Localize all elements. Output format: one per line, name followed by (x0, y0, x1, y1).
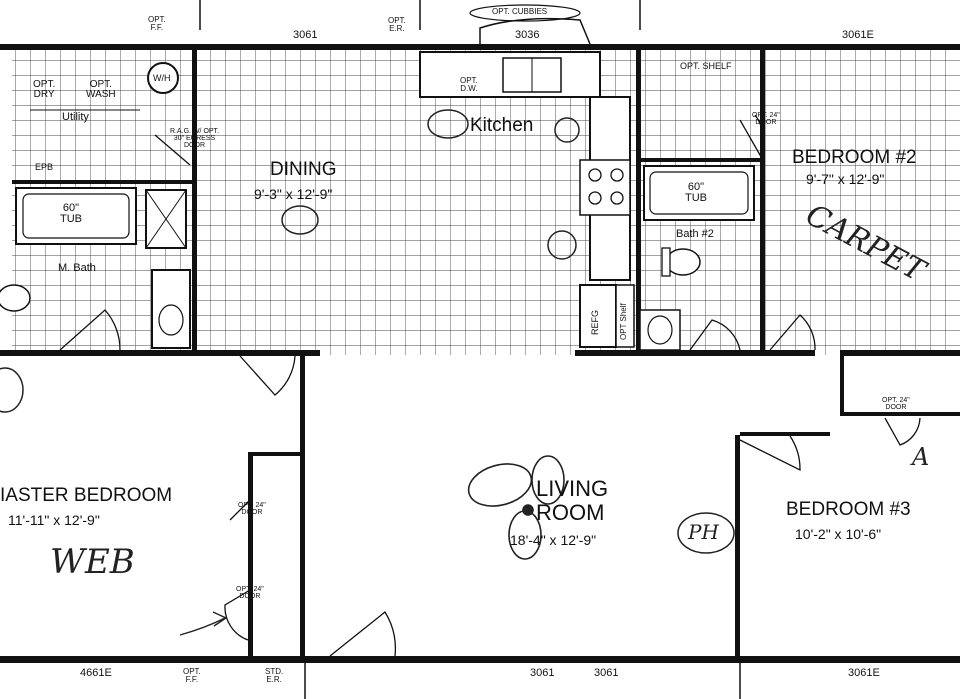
hw-circle-master (0, 367, 24, 413)
wall-master-bath (12, 180, 195, 184)
window-opt-er-label: OPT.E.R. (388, 16, 406, 33)
tub-bath2-label: 60"TUB (685, 181, 707, 204)
opt-wash-label: OPT.WASH (86, 79, 116, 100)
wall-mid-horizontal-right (575, 350, 815, 356)
window-opt-ff-label: OPT.F.F. (148, 15, 166, 32)
living-label-2: ROOM (536, 500, 605, 525)
door-swing-dining (239, 355, 296, 396)
bedroom3-label: BEDROOM #3 (786, 499, 911, 520)
wall-bath2-top (640, 158, 760, 162)
door-swing-closet-b (224, 589, 251, 641)
door-swing-bedroom2 (769, 314, 816, 351)
water-heater-label: W/H (153, 73, 171, 83)
hw-circle-dining (281, 205, 319, 235)
wall-bedroom3-left (735, 435, 740, 656)
door-closet-a-label: OPT. 24"DOOR (238, 502, 266, 516)
living-handwritten-note: PH (688, 520, 719, 544)
epb-label: EPB (35, 162, 54, 172)
bedroom3-dims: 10'-2" x 10'-6" (795, 526, 882, 542)
door-swing-bedroom2-opt (739, 114, 764, 157)
tub-master-label: 60"TUB (60, 202, 82, 225)
window-top-mid-label: 3036 (515, 29, 540, 41)
hw-circle-kitchen-2 (554, 117, 580, 143)
opt-shelf-vertical-label: OPT Shelf (619, 303, 628, 340)
bath2-label: Bath #2 (676, 228, 714, 240)
door-swing-egress (154, 134, 191, 166)
window-bottom-mid2-label: 3061 (594, 667, 619, 679)
door-swing-bath2 (689, 319, 741, 351)
opt-dry-label: OPT.DRY (33, 79, 56, 100)
tile-floor-dining-kitchen (195, 50, 640, 355)
utility-label: Utility (62, 111, 89, 123)
wall-mid-horizontal (0, 350, 320, 356)
wall-master-closet (248, 452, 303, 456)
dining-label: DINING (270, 159, 337, 180)
wall-utility-right (192, 50, 197, 350)
master-bath-label: M. Bath (58, 262, 96, 274)
door-swing-bedroom3 (739, 435, 801, 472)
window-bottom-left-label: 4661E (80, 667, 112, 679)
master-bedroom-label: IASTER BEDROOM (0, 485, 173, 506)
door-swing-master-bath (59, 309, 121, 351)
hw-circle-kitchen (427, 109, 469, 139)
opt-shelf-label: OPT. SHELF (680, 61, 732, 71)
window-bottom-right-label: 3061E (848, 667, 880, 679)
hw-circle-living-ph (677, 512, 735, 554)
dining-dims: 9'-3" x 12'-9" (254, 186, 333, 202)
bedroom2-dims: 9'-7" x 12'-9" (806, 171, 885, 187)
hw-circle-kitchen-floor (547, 230, 577, 260)
wall-master-closet-left (248, 452, 253, 656)
living-dims: 18'-4" x 12'-9" (510, 532, 597, 548)
opt-cubbies-outline (479, 17, 591, 45)
bedroom3-handwritten-note: A (912, 443, 930, 471)
hw-fan-sketch (467, 455, 565, 560)
sink-master (151, 269, 191, 349)
wall-mid-horizontal-far-right (840, 350, 960, 356)
wall-top (0, 44, 960, 50)
opt-shelf-column (615, 284, 635, 348)
range (579, 159, 631, 216)
wall-bottom (0, 656, 960, 663)
sink-bath2 (639, 309, 681, 351)
kitchen-label: Kitchen (470, 115, 534, 136)
opt-dw-label: OPT.D.W. (460, 76, 478, 93)
hw-arrow-closet (179, 611, 228, 636)
tub-bath2 (643, 165, 755, 221)
living-label: LIVING (536, 476, 609, 501)
door-swing-br3-closet (884, 417, 921, 446)
refg-label: REFG (590, 309, 600, 335)
window-top-right-label: 3061E (842, 29, 874, 41)
master-bedroom-dims: 11'-11" x 12'-9" (8, 512, 100, 528)
master-handwritten-note: WEB (50, 542, 135, 582)
wall-bath2-bedroom2 (760, 50, 765, 350)
door-br3-label: OPT. 24"DOOR (882, 397, 910, 411)
wall-closet-br3-bottom (840, 412, 960, 416)
door-swing-closet-a (229, 499, 251, 521)
tile-floor-bedroom2 (765, 50, 960, 355)
wall-bedroom3-top (740, 432, 830, 436)
window-bot-opt-ff-label: OPT.F.F. (183, 667, 201, 684)
toilet-bath2 (665, 248, 701, 276)
toilet-master (0, 284, 31, 312)
water-heater (147, 62, 179, 94)
door-br2-label: OPT. 24"DOOR (752, 112, 780, 126)
door-closet-b-label: OPT. 24"DOOR (236, 586, 264, 600)
wall-kitchen-bath2 (636, 50, 641, 350)
wall-closet-br3 (840, 356, 844, 416)
window-bottom-mid1-label: 3061 (530, 667, 555, 679)
wall-living-left (300, 356, 305, 656)
door-swing-entry (329, 611, 397, 657)
window-std-er-label: STD.E.R. (265, 667, 284, 684)
tub-master (15, 187, 137, 245)
bedroom2-label: BEDROOM #2 (792, 147, 917, 168)
window-top-left-label: 3061 (293, 29, 318, 41)
opt-cubbies-label: OPT. CUBBIES (492, 7, 548, 16)
